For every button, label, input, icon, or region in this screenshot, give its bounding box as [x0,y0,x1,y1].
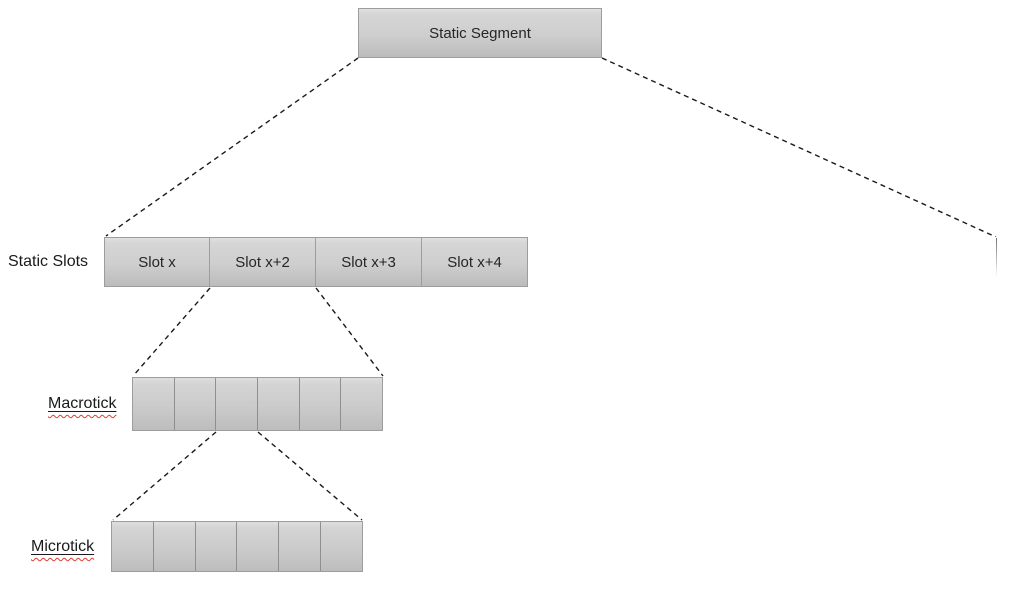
connector-macrotick-right [257,431,363,521]
macrotick-cell [298,378,341,430]
slot-box-2: Slot x+2 [210,237,316,287]
connector-segment-left [105,57,359,237]
microtick-cell [194,522,237,571]
connector-slot-left [132,287,211,377]
microtick-label-text: Microtick [31,538,95,555]
macrotick-label: Macrotick [48,395,116,413]
microtick-cell [152,522,195,571]
macrotick-cell [173,378,216,430]
continuation-region [528,237,996,288]
macrotick-cell [133,378,174,430]
macrotick-label-text: Macrotick [48,395,117,412]
slot-box-1: Slot x [104,237,210,287]
microtick-bar [111,521,363,572]
microtick-cell [112,522,153,571]
macrotick-cell [215,378,257,430]
microtick-label: Microtick [31,538,94,556]
microtick-cell [320,522,362,571]
connector-segment-right [601,57,997,238]
macrotick-cell [257,378,299,430]
static-segment-label: Static Segment [429,24,531,42]
static-segment-box: Static Segment [358,8,602,58]
microtick-cell [236,522,278,571]
slot-box-3: Slot x+3 [316,237,422,287]
slot-box-4: Slot x+4 [422,237,528,287]
macrotick-bar [132,377,383,431]
connector-slot-right [315,287,384,377]
macrotick-cell [340,378,382,430]
connector-macrotick-left [112,431,217,521]
microtick-cell [278,522,320,571]
static-slots-label: Static Slots [8,253,89,270]
